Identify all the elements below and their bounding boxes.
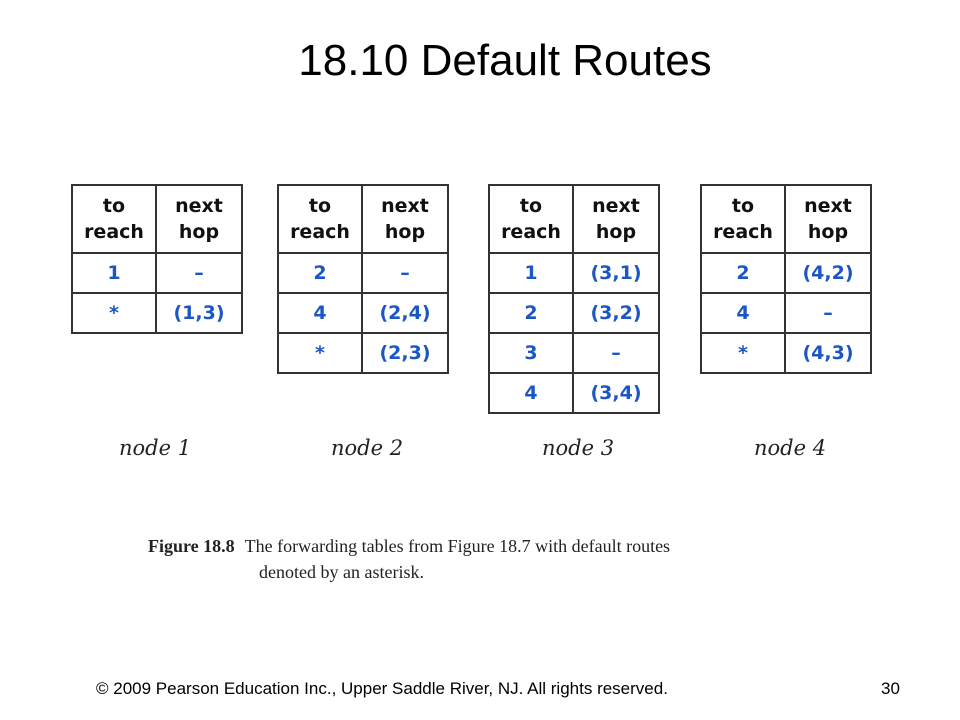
- caption-line-1: The forwarding tables from Figure 18.7 w…: [244, 536, 671, 556]
- next-hop-cell: (3,1): [572, 252, 660, 294]
- next-hop-cell: (3,2): [572, 292, 660, 334]
- next-hop-cell: –: [155, 252, 243, 294]
- page-number: 30: [881, 679, 900, 698]
- table-row: 1(3,1): [488, 252, 660, 294]
- next-hop-cell: (2,3): [361, 332, 449, 374]
- table-row: *(2,3): [277, 332, 449, 374]
- slide-title: 18.10 Default Routes: [298, 36, 712, 85]
- destination-cell: 4: [700, 292, 786, 334]
- destination-cell: 1: [71, 252, 157, 294]
- table-row: 4(2,4): [277, 292, 449, 334]
- next-hop-cell: (4,2): [784, 252, 872, 294]
- destination-cell: 4: [277, 292, 363, 334]
- table-row: 2–: [277, 252, 449, 294]
- destination-cell: *: [700, 332, 786, 374]
- next-hop-cell: –: [361, 252, 449, 294]
- copyright-footer: © 2009 Pearson Education Inc., Upper Sad…: [96, 679, 668, 698]
- destination-cell: 1: [488, 252, 574, 294]
- table-row: 4–: [700, 292, 872, 334]
- node-label: node 2: [331, 436, 404, 460]
- caption-line-2: denoted by an asterisk.: [259, 562, 424, 582]
- next-hop-cell: (4,3): [784, 332, 872, 374]
- destination-cell: 3: [488, 332, 574, 374]
- table-row: *(1,3): [71, 292, 243, 334]
- destination-cell: 2: [700, 252, 786, 294]
- next-hop-cell: –: [784, 292, 872, 334]
- next-hop-cell: (1,3): [155, 292, 243, 334]
- caption-label: Figure 18.8: [148, 536, 235, 556]
- destination-cell: 2: [488, 292, 574, 334]
- next-hop-cell: (2,4): [361, 292, 449, 334]
- destination-cell: 4: [488, 372, 574, 414]
- table-row: 3–: [488, 332, 660, 374]
- node-label: node 1: [119, 436, 192, 460]
- table-row: *(4,3): [700, 332, 872, 374]
- node-label: node 4: [754, 436, 827, 460]
- next-hop-cell: (3,4): [572, 372, 660, 414]
- destination-cell: *: [71, 292, 157, 334]
- node-label: node 3: [542, 436, 615, 460]
- table-row: 1–: [71, 252, 243, 294]
- table-row: 4(3,4): [488, 372, 660, 414]
- destination-cell: *: [277, 332, 363, 374]
- table-row: 2(4,2): [700, 252, 872, 294]
- next-hop-cell: –: [572, 332, 660, 374]
- table-row: 2(3,2): [488, 292, 660, 334]
- destination-cell: 2: [277, 252, 363, 294]
- figure-caption: Figure 18.8 The forwarding tables from Fi…: [148, 533, 808, 585]
